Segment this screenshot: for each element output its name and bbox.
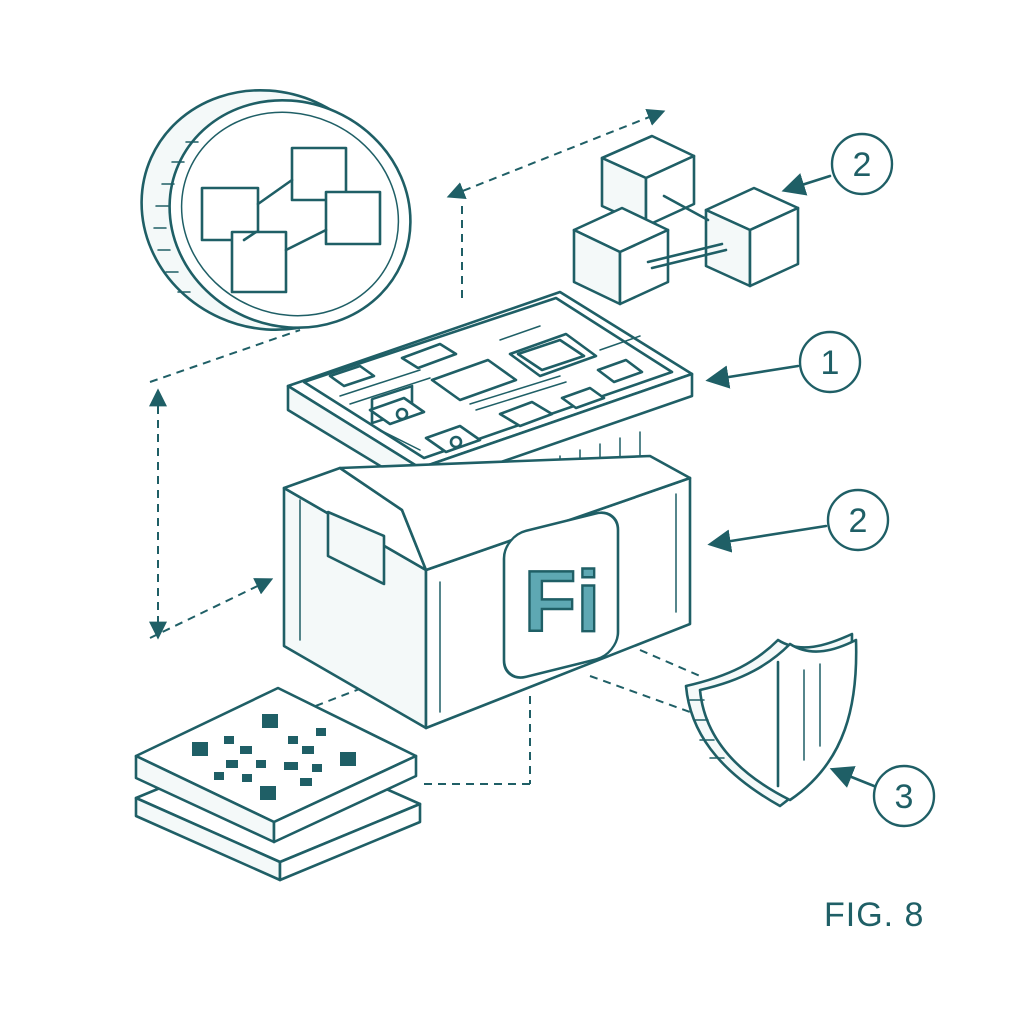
callout-2-top-label: 2 [853,146,872,184]
coin-icon [140,88,412,332]
qr-finder-right [340,752,356,766]
callout-1: 1 [705,330,862,394]
coin-edge-ridges [153,141,199,293]
housing-box-icon: Fi [282,454,692,730]
callout-2-top: 2 [781,132,894,196]
qr-finder-top [262,714,278,728]
qr-chip-icon [134,686,422,882]
callout-2-mid: 2 [707,488,890,553]
qr-finder-left [192,742,208,756]
chain-cubes-icon [572,134,800,306]
callout-3: 3 [829,764,936,828]
qr-finder-bottom [260,786,276,800]
callout-1-label: 1 [821,344,840,382]
callout-2-mid-label: 2 [849,502,868,540]
network-blocks-icon [200,146,382,294]
callout-3-label: 3 [895,778,914,816]
logo-badge [502,511,620,679]
qr-modules [214,728,326,786]
guide-lines [149,108,701,785]
logo-text: Fi [524,554,600,650]
shield-icon [684,632,858,808]
shield-edge-ridges [689,663,821,761]
figure-caption: FIG. 8 [824,896,925,934]
